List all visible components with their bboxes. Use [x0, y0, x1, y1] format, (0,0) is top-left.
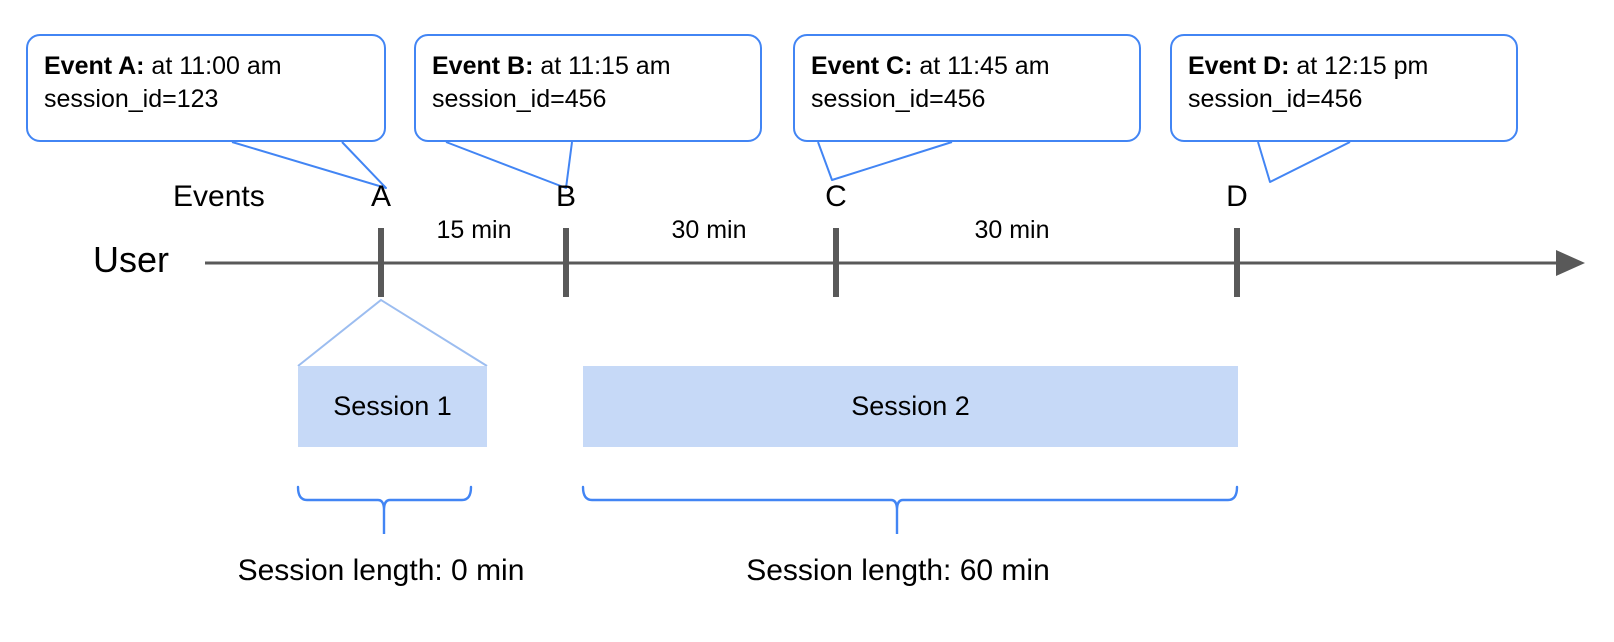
session-2-length-label: Session length: 60 min	[746, 554, 1050, 587]
callout-d-bold: Event D:	[1188, 52, 1290, 80]
callout-c-line1: Event C: at 11:45 am	[811, 50, 1123, 83]
callout-event-d: Event D: at 12:15 pm session_id=456	[1170, 34, 1518, 142]
event-marker-c: C	[825, 180, 847, 213]
callout-a-line1: Event A: at 11:00 am	[44, 50, 368, 83]
callout-c-time: at 11:45 am	[912, 52, 1050, 80]
callout-a-time: at 11:00 am	[144, 52, 282, 80]
callout-event-a: Event A: at 11:00 am session_id=123	[26, 34, 386, 142]
callout-c-tail	[817, 141, 953, 181]
timeline-arrowhead	[1556, 250, 1585, 276]
callout-a-bold: Event A:	[44, 52, 145, 80]
callout-d-line2: session_id=456	[1188, 85, 1363, 113]
callout-b-bold: Event B:	[432, 52, 534, 80]
session-2-label: Session 2	[851, 391, 970, 421]
callout-a-line2: session_id=123	[44, 85, 219, 113]
callout-b-time: at 11:15 am	[533, 52, 671, 80]
session-1-label: Session 1	[333, 391, 452, 421]
lane-label-events: Events	[173, 180, 265, 213]
session2-brace	[581, 485, 1239, 534]
session1-tent-connector	[297, 298, 488, 367]
session-bar-1: Session 1	[298, 366, 487, 447]
session-bar-2: Session 2	[583, 366, 1238, 447]
event-marker-d: D	[1226, 180, 1248, 213]
session-1-length-label: Session length: 0 min	[237, 554, 525, 587]
gap-label-b-c: 30 min	[671, 216, 747, 244]
callout-b-tail	[445, 141, 573, 189]
event-marker-b: B	[555, 180, 577, 213]
event-marker-a: A	[370, 180, 392, 213]
callout-d-line1: Event D: at 12:15 pm	[1188, 50, 1500, 83]
callout-b-line2: session_id=456	[432, 85, 607, 113]
gap-label-a-b: 15 min	[436, 216, 512, 244]
callout-d-time: at 12:15 pm	[1289, 52, 1429, 80]
callout-c-line2: session_id=456	[811, 85, 986, 113]
callout-event-c: Event C: at 11:45 am session_id=456	[793, 34, 1141, 142]
callout-d-tail	[1257, 141, 1351, 183]
session1-brace	[296, 485, 473, 534]
lane-label-user: User	[93, 239, 170, 280]
gap-label-c-d: 30 min	[974, 216, 1050, 244]
callout-c-bold: Event C:	[811, 52, 913, 80]
callout-event-b: Event B: at 11:15 am session_id=456	[414, 34, 762, 142]
callout-b-line1: Event B: at 11:15 am	[432, 50, 744, 83]
